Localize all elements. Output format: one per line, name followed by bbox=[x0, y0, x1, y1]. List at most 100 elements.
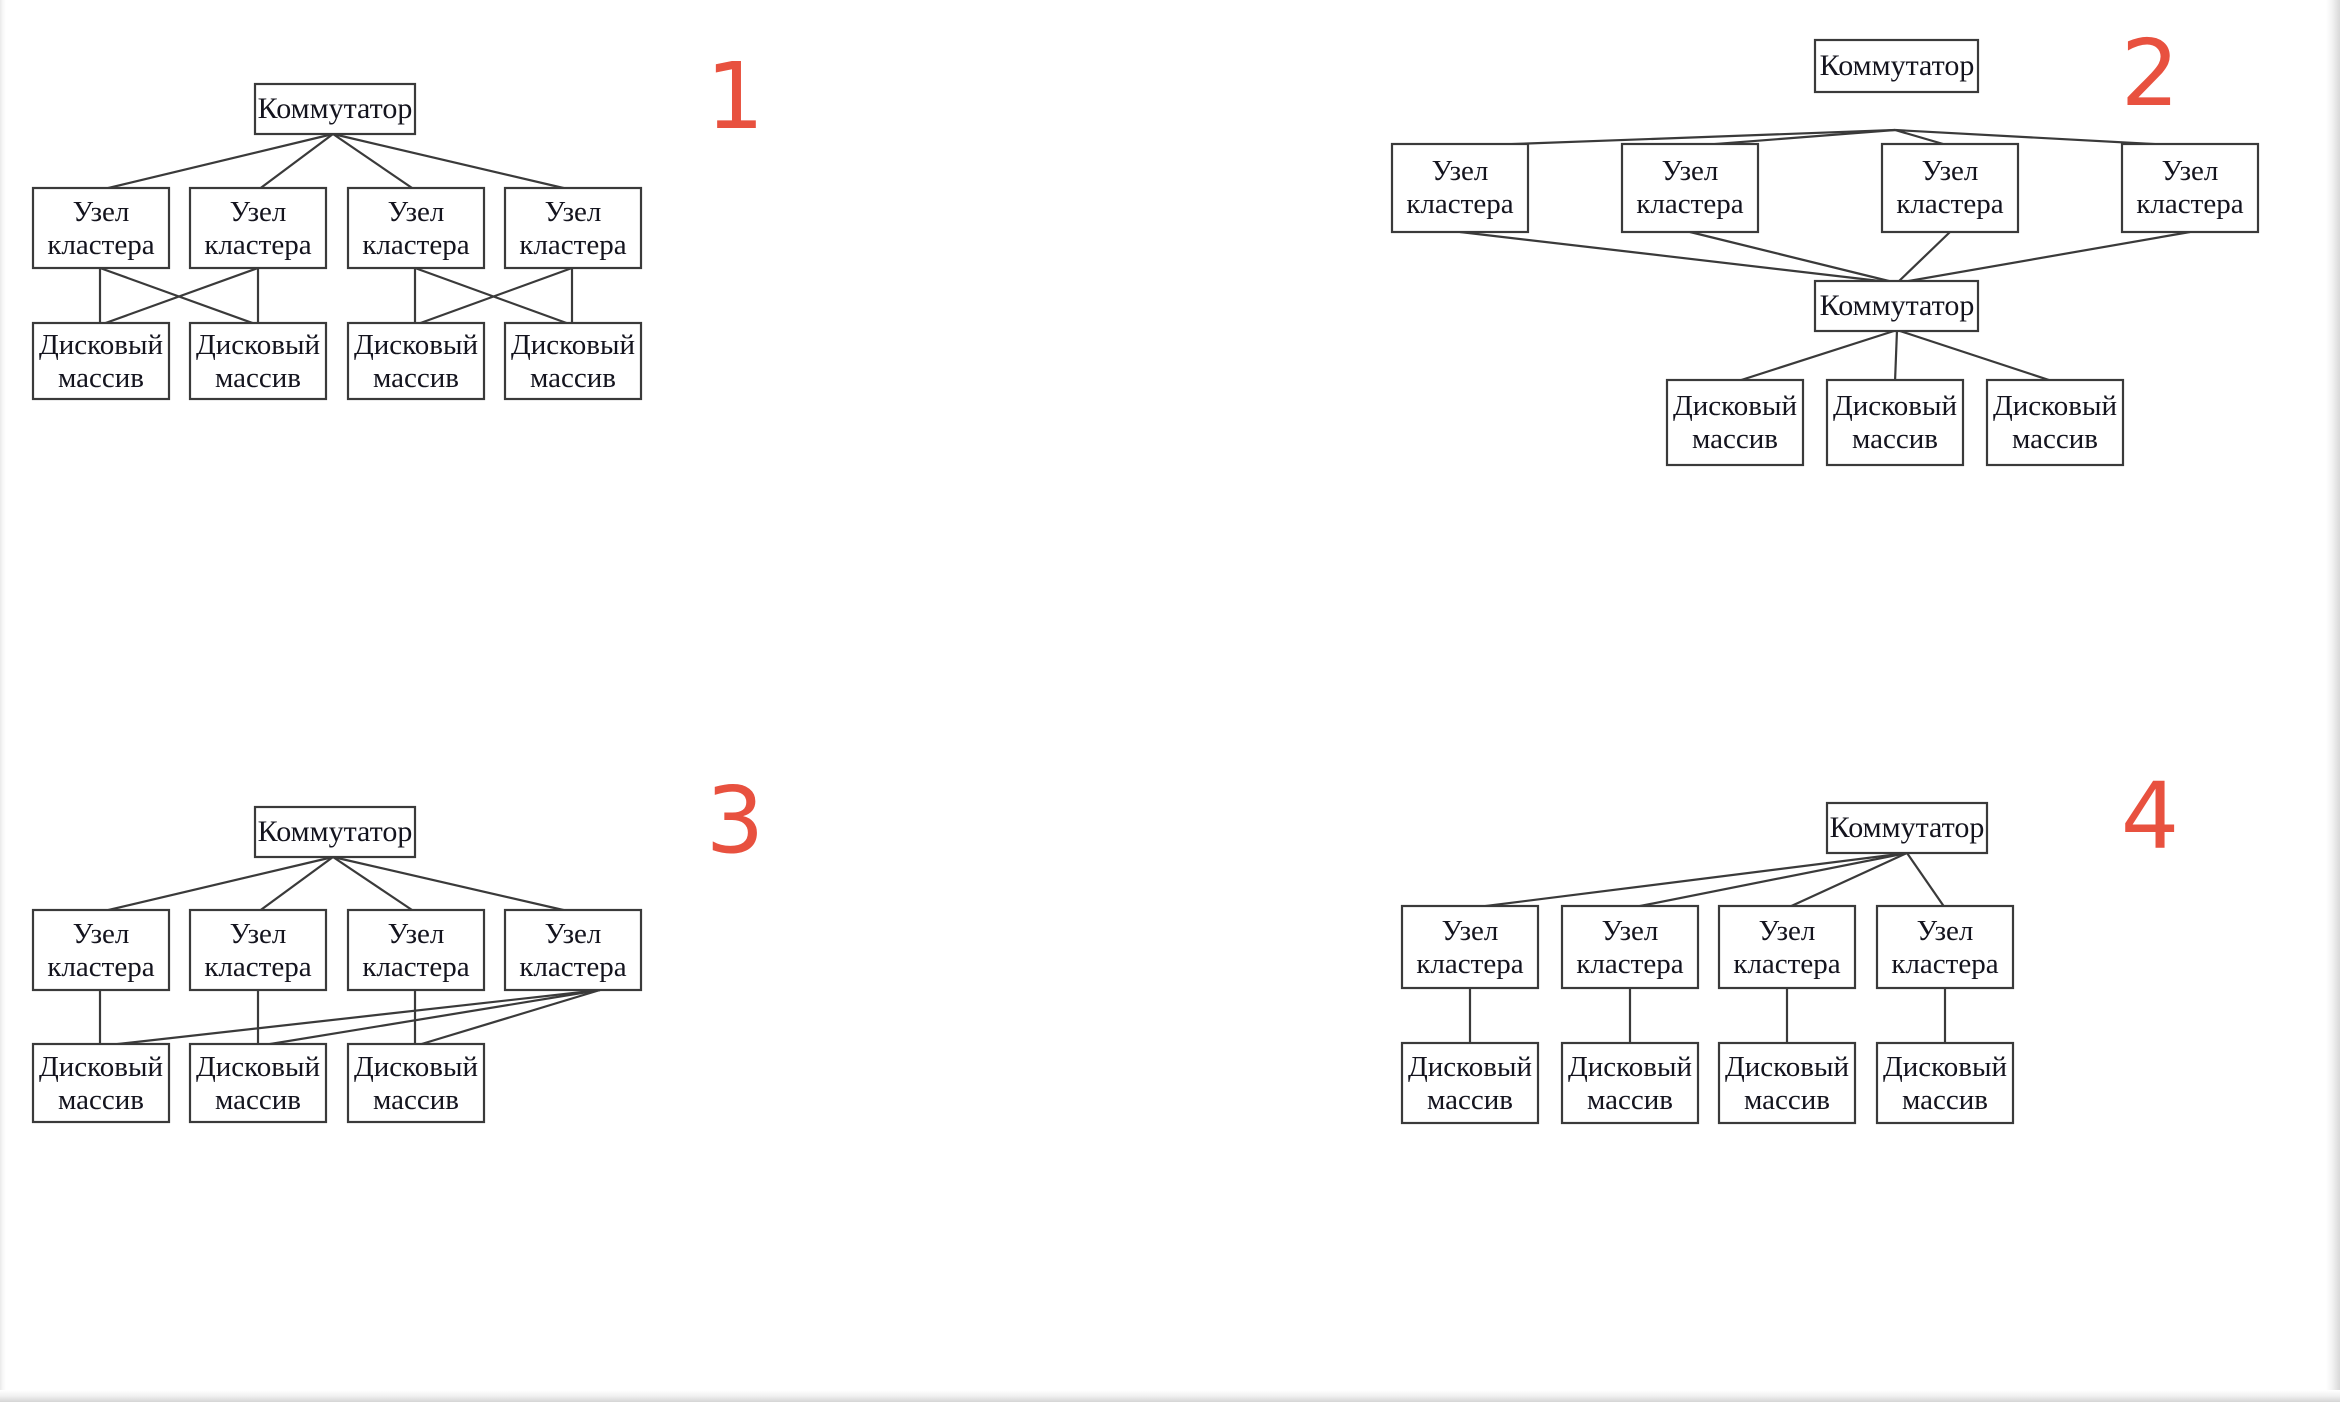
disk-array-box-2[interactable] bbox=[1825, 378, 1965, 467]
disk-array-box-3[interactable] bbox=[1717, 1041, 1857, 1125]
disk-array-label-2-line2: массив bbox=[215, 1084, 301, 1116]
cluster-node-box-4[interactable] bbox=[503, 908, 643, 992]
cluster-node-box-1[interactable] bbox=[31, 186, 171, 270]
switch-label: Коммутатор bbox=[1830, 811, 1985, 844]
disk-array-label-4-line1: Дисковый bbox=[511, 329, 635, 361]
switch-label: Коммутатор bbox=[258, 815, 413, 848]
disk-array-label-3-line1: Дисковый bbox=[1993, 390, 2117, 422]
cluster-node-box-4[interactable] bbox=[2120, 142, 2260, 234]
cluster-node-label-3-line2: кластера bbox=[1733, 948, 1840, 980]
cluster-node-box-4[interactable] bbox=[503, 186, 643, 270]
cluster-node-label-1-line1: Узел bbox=[73, 196, 130, 228]
cluster-node-label-3-line1: Узел bbox=[1922, 155, 1979, 187]
switch-box[interactable] bbox=[253, 805, 417, 859]
edge-switch-to-node-3 bbox=[332, 856, 416, 913]
disk-array-box-2[interactable] bbox=[188, 1042, 328, 1124]
cluster-node-label-4-line2: кластера bbox=[1891, 948, 1998, 980]
cluster-node-label-2-line2: кластера bbox=[204, 951, 311, 983]
disk-array-box-1[interactable] bbox=[1665, 378, 1805, 467]
disk-array-box-3[interactable] bbox=[346, 321, 486, 401]
cluster-node-label-4-line2: кластера bbox=[519, 229, 626, 261]
edge-switch-to-node-4 bbox=[1906, 852, 1946, 909]
cluster-node-box-1[interactable] bbox=[1400, 904, 1540, 990]
disk-array-label-2-line1: Дисковый bbox=[1833, 390, 1957, 422]
disk-array-label-2-line1: Дисковый bbox=[1568, 1051, 1692, 1083]
disk-array-label-2-line2: массив bbox=[215, 362, 301, 394]
diagram-4: Коммутатор Узел кластера Узел кластера У… bbox=[1270, 760, 2340, 1400]
cluster-node-label-2-line1: Узел bbox=[1602, 915, 1659, 947]
cluster-node-label-2-line2: кластера bbox=[1636, 188, 1743, 220]
cluster-node-box-3[interactable] bbox=[1717, 904, 1857, 990]
cluster-node-label-2-line1: Узел bbox=[230, 196, 287, 228]
cluster-node-label-3-line1: Узел bbox=[1759, 915, 1816, 947]
disk-array-label-3-line2: массив bbox=[1744, 1084, 1830, 1116]
edge-switch-to-node-2 bbox=[1629, 851, 1908, 910]
diagram-number-3: 3 bbox=[706, 767, 765, 874]
cluster-node-box-1[interactable] bbox=[1390, 142, 1530, 234]
edge-switch-to-node-3 bbox=[332, 133, 416, 191]
cluster-node-box-2[interactable] bbox=[188, 186, 328, 270]
cluster-node-label-2-line1: Узел bbox=[230, 918, 287, 950]
edge-switch-to-node-4 bbox=[332, 855, 573, 914]
edge-switch-to-node-2 bbox=[257, 856, 334, 913]
cluster-node-box-4[interactable] bbox=[1875, 904, 2015, 990]
cluster-node-label-4-line2: кластера bbox=[519, 951, 626, 983]
cluster-node-box-2[interactable] bbox=[1620, 142, 1760, 234]
cluster-node-label-1-line1: Узел bbox=[1442, 915, 1499, 947]
cluster-node-label-4-line2: кластера bbox=[2136, 188, 2243, 220]
cluster-node-box-3[interactable] bbox=[1880, 142, 2020, 234]
diagram-number-4: 4 bbox=[2121, 763, 2180, 870]
page-edge-right bbox=[2326, 0, 2340, 1402]
edge-switch2-to-array-3 bbox=[1896, 328, 2056, 384]
switch-top-label: Коммутатор bbox=[1820, 49, 1975, 82]
edge-switch-to-node-1 bbox=[1469, 851, 1908, 910]
switch-box-bottom[interactable] bbox=[1813, 279, 1980, 333]
disk-array-box-3[interactable] bbox=[346, 1042, 486, 1124]
disk-array-label-1-line1: Дисковый bbox=[1408, 1051, 1532, 1083]
cluster-node-label-3-line2: кластера bbox=[362, 951, 469, 983]
cluster-node-label-3-line1: Узел bbox=[388, 196, 445, 228]
cluster-node-label-1-line2: кластера bbox=[47, 951, 154, 983]
edge-switch-to-node-1 bbox=[99, 132, 334, 192]
disk-array-label-2-line2: массив bbox=[1587, 1084, 1673, 1116]
page-edge-left bbox=[0, 0, 6, 1402]
disk-array-label-3-line2: массив bbox=[2012, 423, 2098, 455]
cluster-node-label-3-line2: кластера bbox=[362, 229, 469, 261]
edge-switch2-to-array-2 bbox=[1893, 329, 1899, 383]
disk-array-box-4[interactable] bbox=[503, 321, 643, 401]
cluster-node-label-2-line2: кластера bbox=[204, 229, 311, 261]
switch-box[interactable] bbox=[253, 82, 417, 136]
edge-node-3-to-switch2 bbox=[1896, 231, 1951, 284]
edge-node-4-to-array-2 bbox=[257, 988, 601, 1048]
cluster-node-label-4-line1: Узел bbox=[2162, 155, 2219, 187]
diagram-1: Коммутатор Узел кластера Узел кластера У… bbox=[0, 0, 820, 470]
edge-switch-to-node-4 bbox=[332, 132, 573, 192]
disk-array-label-3-line1: Дисковый bbox=[354, 329, 478, 361]
cluster-node-box-3[interactable] bbox=[346, 908, 486, 992]
disk-array-label-3-line2: массив bbox=[373, 1084, 459, 1116]
cluster-node-label-4-line1: Узел bbox=[545, 918, 602, 950]
edge-node-4-to-array-1 bbox=[99, 988, 601, 1048]
disk-array-label-3-line1: Дисковый bbox=[354, 1051, 478, 1083]
cluster-node-label-1-line2: кластера bbox=[1406, 188, 1513, 220]
disk-array-box-1[interactable] bbox=[1400, 1041, 1540, 1125]
disk-array-box-2[interactable] bbox=[1560, 1041, 1700, 1125]
disk-array-box-3[interactable] bbox=[1985, 378, 2125, 467]
cluster-node-label-4-line1: Узел bbox=[545, 196, 602, 228]
disk-array-box-1[interactable] bbox=[31, 1042, 171, 1124]
disk-array-box-2[interactable] bbox=[188, 321, 328, 401]
disk-array-label-2-line1: Дисковый bbox=[196, 1051, 320, 1083]
edge-node-2-to-array-1 bbox=[99, 266, 259, 327]
cluster-node-label-1-line1: Узел bbox=[73, 918, 130, 950]
cluster-node-box-2[interactable] bbox=[1560, 904, 1700, 990]
edge-node-4-to-array-3 bbox=[414, 988, 601, 1048]
disk-array-label-1-line2: массив bbox=[58, 1084, 144, 1116]
switch-box[interactable] bbox=[1825, 801, 1989, 855]
cluster-node-box-3[interactable] bbox=[346, 186, 486, 270]
cluster-node-box-2[interactable] bbox=[188, 908, 328, 992]
disk-array-label-1-line2: массив bbox=[58, 362, 144, 394]
switch-box-top[interactable] bbox=[1813, 38, 1980, 94]
disk-array-box-4[interactable] bbox=[1875, 1041, 2015, 1125]
cluster-node-box-1[interactable] bbox=[31, 908, 171, 992]
disk-array-box-1[interactable] bbox=[31, 321, 171, 401]
